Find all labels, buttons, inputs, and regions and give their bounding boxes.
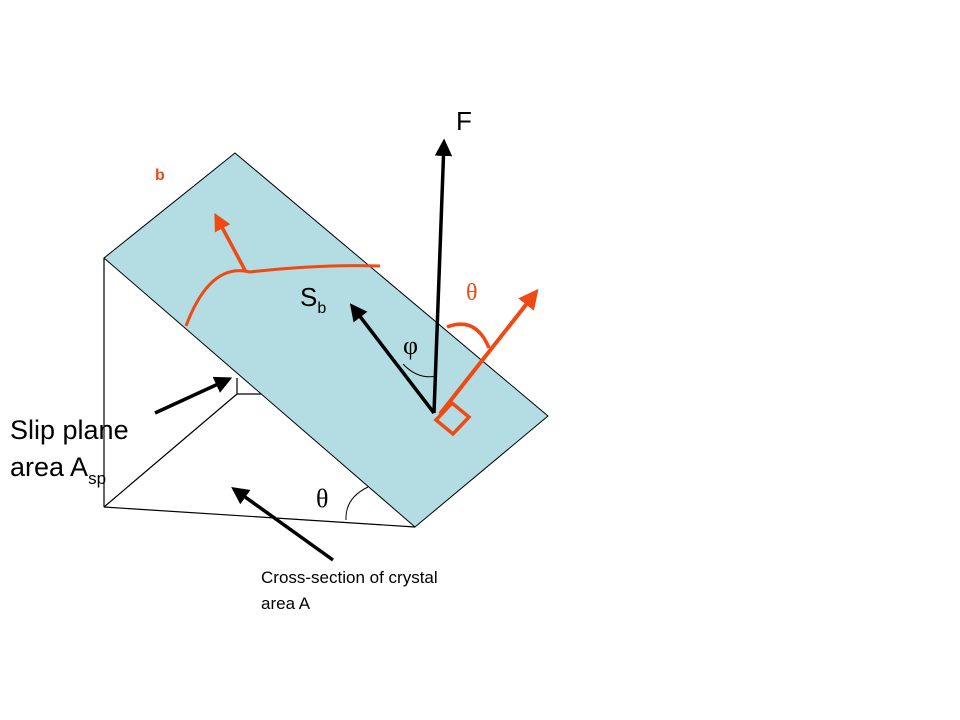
cross-section-pointer <box>231 486 335 562</box>
theta-label-bottom: θ <box>316 484 328 513</box>
slip-direction-subscript: b <box>317 300 326 317</box>
phi-label: φ <box>403 331 418 360</box>
force-arrow <box>432 138 453 414</box>
force-label: F <box>456 106 472 136</box>
slip-plane <box>103 152 549 528</box>
right-angle-marker <box>433 400 472 437</box>
theta-label-top: θ <box>466 280 478 306</box>
burgers-vector-arrow <box>214 212 248 273</box>
front-bottom-edge <box>103 506 416 528</box>
cross-section-label-line1: Cross-section of crystal <box>261 568 438 587</box>
burgers-vector-label: b <box>155 167 165 184</box>
back-bottom-edge <box>103 393 238 508</box>
theta-arc-bottom <box>345 486 369 521</box>
slip-plane-label-line1: Slip plane <box>10 415 129 445</box>
slip-plane-pointer <box>154 376 233 415</box>
crystal-back-edges <box>103 378 262 508</box>
plane-normal-arrow <box>438 288 539 416</box>
crystal-front-edges <box>103 258 416 528</box>
dislocation-line <box>184 264 381 327</box>
slip-direction-arrow <box>349 303 436 415</box>
theta-arc-top <box>446 322 491 349</box>
slip-plane-area-subscript: sp <box>88 469 106 488</box>
slip-direction-main: S <box>300 282 317 312</box>
cross-section-label-line2: area A <box>261 594 311 613</box>
phi-arc <box>402 363 438 378</box>
slip-plane-area-main: area A <box>10 452 88 482</box>
slip-plane-label-line2: area Asp <box>10 452 106 488</box>
slip-direction-label: Sb <box>300 282 326 317</box>
